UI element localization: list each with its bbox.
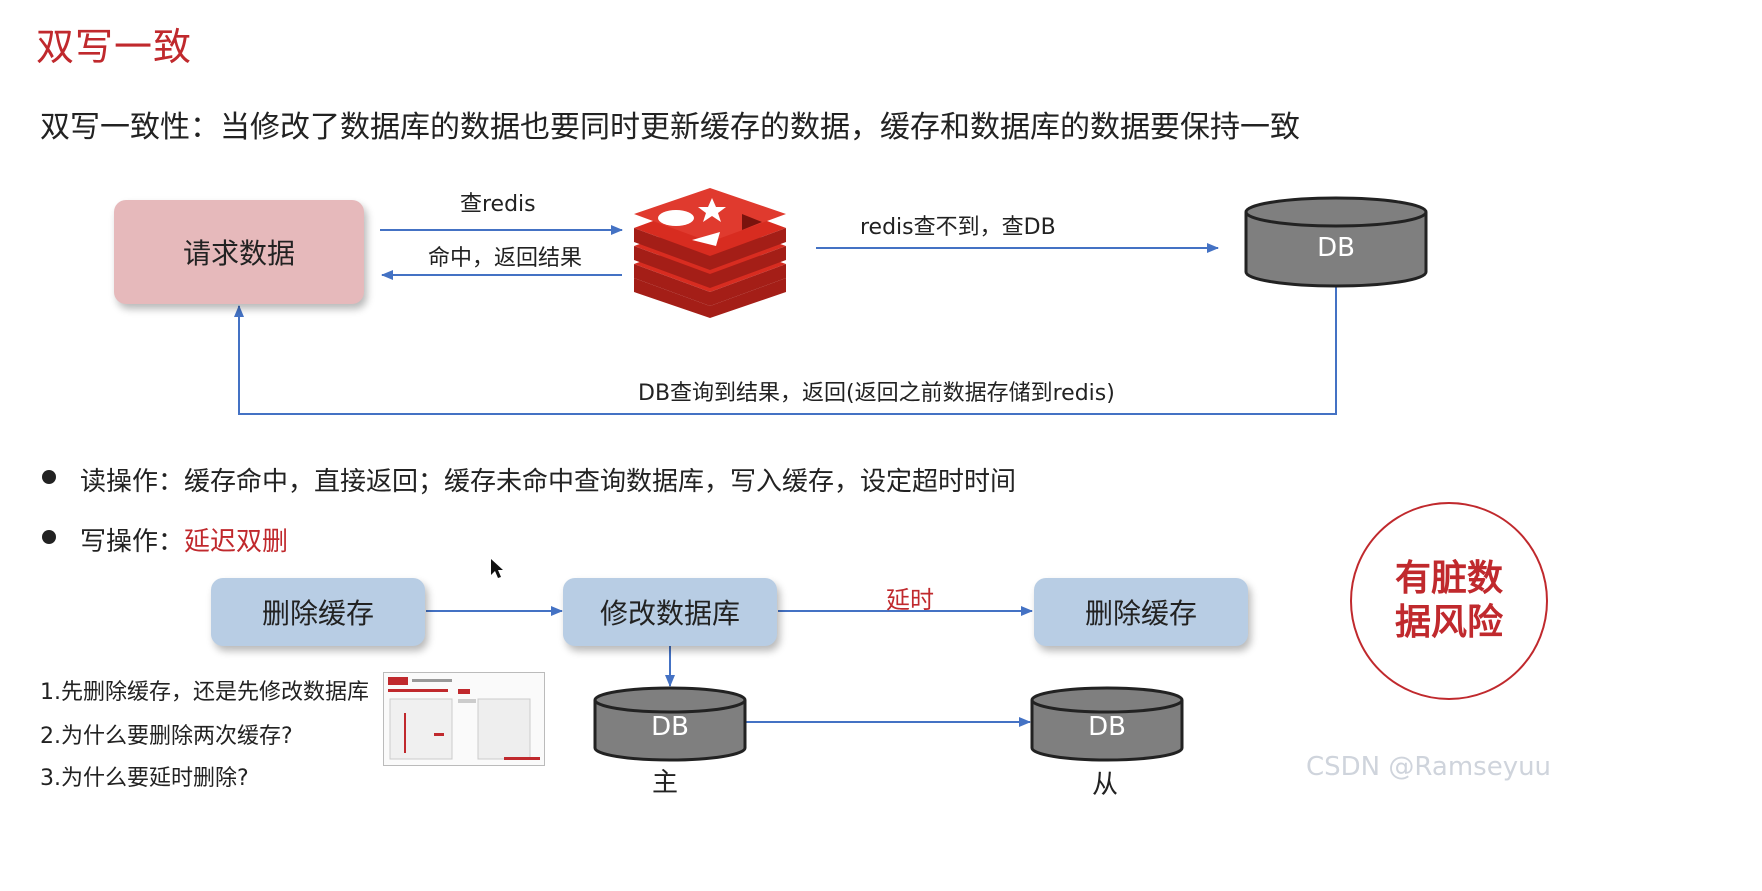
intro-text: 双写一致性：当修改了数据库的数据也要同时更新缓存的数据，缓存和数据库的数据要保持…: [40, 110, 1300, 145]
delete-cache-box-2: 删除缓存: [1034, 578, 1248, 646]
write-operation-label: 写操作：: [80, 527, 185, 557]
slide-thumbnail-icon[interactable]: [383, 672, 545, 766]
bullet-dot: [42, 530, 56, 544]
question-2: 2.为什么要删除两次缓存?: [40, 724, 293, 749]
modify-db-box: 修改数据库: [563, 578, 777, 646]
page-title: 双写一致: [36, 25, 193, 69]
db-cylinder-icon: [593, 686, 747, 762]
watermark: CSDN @Ramseyuu: [1306, 752, 1552, 782]
slide-thumbnail-preview: [388, 677, 540, 760]
read-operation-label: 读操作：缓存命中，直接返回；缓存未命中查询数据库，写入缓存，设定超时时间: [80, 467, 1017, 497]
query-redis-label: 查redis: [460, 192, 536, 217]
master-label: 主: [652, 768, 679, 798]
question-3: 3.为什么要延时删除?: [40, 766, 249, 791]
bullet-dot: [42, 470, 56, 484]
db-cylinder-icon: [1244, 196, 1428, 288]
arrow-db-return: [234, 286, 1337, 415]
request-data-box: 请求数据: [114, 200, 364, 304]
delayed-double-delete-highlight: 延迟双删: [184, 527, 289, 557]
question-1: 1.先删除缓存，还是先修改数据库: [40, 680, 369, 705]
hit-return-label: 命中，返回结果: [428, 246, 583, 271]
slave-label: 从: [1092, 770, 1119, 800]
dirty-data-risk-text: 有脏数据风险: [1394, 558, 1503, 643]
master-db-label: DB: [651, 712, 689, 742]
read-operation-text: 读操作：缓存命中，直接返回；缓存未命中查询数据库，写入缓存，设定超时时间: [80, 461, 1016, 498]
redis-miss-label: redis查不到，查DB: [860, 215, 1056, 240]
delay-label: 延时: [886, 586, 934, 614]
dirty-data-risk-badge: 有脏数据风险: [1350, 502, 1548, 700]
mouse-cursor-icon: [491, 559, 503, 578]
slave-db-label: DB: [1088, 712, 1126, 742]
db-return-label: DB查询到结果，返回(返回之前数据存储到redis): [638, 381, 1115, 406]
db-label: DB: [1317, 233, 1355, 263]
db-cylinder-icon: [1030, 686, 1184, 762]
redis-logo-icon: [634, 188, 786, 318]
write-operation-text: 写操作：延迟双删: [80, 521, 288, 558]
delete-cache-box-1: 删除缓存: [211, 578, 425, 646]
